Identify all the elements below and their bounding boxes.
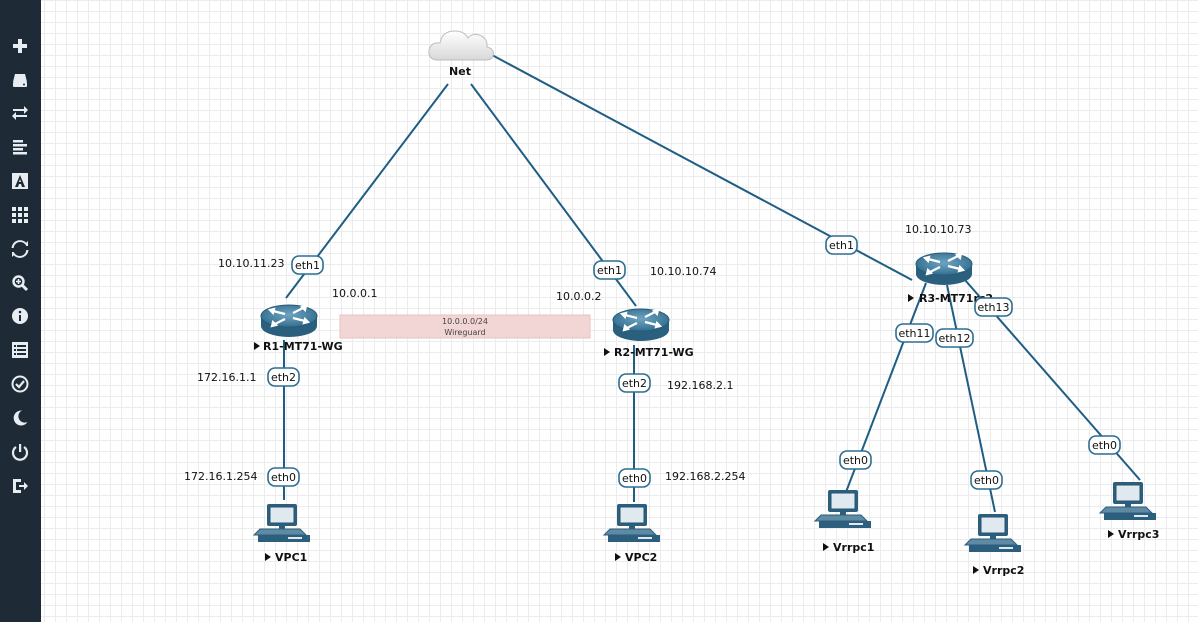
ip-r3-wan: 10.10.10.73 bbox=[905, 223, 971, 236]
svg-text:eth2: eth2 bbox=[622, 377, 647, 390]
plus-icon[interactable] bbox=[7, 33, 33, 59]
cloud-net[interactable]: Net bbox=[428, 30, 494, 78]
svg-text:eth1: eth1 bbox=[829, 239, 854, 252]
svg-text:eth1: eth1 bbox=[295, 259, 320, 272]
pc-vrrpc1[interactable]: Vrrpc1 bbox=[814, 489, 874, 554]
wireguard-tunnel[interactable]: 10.0.0.0/24 Wireguard bbox=[339, 314, 591, 339]
zoom-icon[interactable] bbox=[7, 270, 33, 296]
cloud-icon bbox=[428, 30, 494, 61]
swap-icon[interactable] bbox=[7, 100, 33, 126]
refresh-icon[interactable] bbox=[7, 236, 33, 262]
links bbox=[283, 54, 1141, 513]
ip-vpc1: 172.16.1.254 bbox=[184, 470, 257, 483]
router-name: R3-MT71rc2 bbox=[919, 292, 993, 305]
align-left-icon[interactable] bbox=[7, 134, 33, 160]
ip-r1-lan: 172.16.1.1 bbox=[197, 371, 256, 384]
play-icon bbox=[823, 543, 829, 551]
ip-r2-tunnel: 10.0.0.2 bbox=[556, 290, 601, 303]
list-icon[interactable] bbox=[7, 337, 33, 363]
ip-r2-lan: 192.168.2.1 bbox=[667, 379, 733, 392]
pc-icon bbox=[603, 503, 661, 543]
iface-vpc1-eth0[interactable]: eth0 bbox=[267, 467, 300, 487]
play-icon bbox=[1108, 530, 1114, 538]
iface-vrrpc3-eth0[interactable]: eth0 bbox=[1088, 435, 1121, 455]
iface-r1-eth1[interactable]: eth1 bbox=[291, 255, 324, 275]
pc-icon bbox=[1099, 481, 1157, 521]
router-icon bbox=[259, 303, 319, 339]
svg-text:eth13: eth13 bbox=[977, 301, 1009, 314]
pc-name: VPC2 bbox=[625, 551, 657, 564]
info-icon[interactable] bbox=[7, 303, 33, 329]
router-name: R1-MT71-WG bbox=[263, 340, 343, 353]
text-icon[interactable] bbox=[7, 168, 33, 194]
iface-r3-eth11[interactable]: eth11 bbox=[895, 323, 934, 343]
iface-vrrpc2-eth0[interactable]: eth0 bbox=[970, 470, 1003, 490]
iface-vrrpc1-eth0[interactable]: eth0 bbox=[839, 450, 872, 470]
svg-text:eth1: eth1 bbox=[597, 264, 622, 277]
svg-text:eth0: eth0 bbox=[843, 454, 868, 467]
pc-name: Vrrpc1 bbox=[833, 541, 874, 554]
svg-text:eth12: eth12 bbox=[938, 332, 970, 345]
tunnel-label: Wireguard bbox=[444, 328, 485, 337]
router-r2[interactable]: R2-MT71-WG bbox=[604, 307, 694, 359]
pc-icon bbox=[253, 503, 311, 543]
svg-text:eth0: eth0 bbox=[1092, 439, 1117, 452]
iface-r1-eth2[interactable]: eth2 bbox=[267, 367, 300, 387]
router-icon bbox=[611, 307, 671, 343]
ip-r1-wan: 10.10.11.23 bbox=[218, 257, 284, 270]
pc-vrrpc3[interactable]: Vrrpc3 bbox=[1099, 481, 1159, 541]
router-name: R2-MT71-WG bbox=[614, 346, 694, 359]
pc-name: VPC1 bbox=[275, 551, 307, 564]
moon-icon[interactable] bbox=[7, 405, 33, 431]
iface-r3-eth13[interactable]: eth13 bbox=[974, 297, 1013, 317]
pc-vrrpc2[interactable]: Vrrpc2 bbox=[964, 513, 1024, 577]
pc-name: Vrrpc2 bbox=[983, 564, 1024, 577]
check-icon[interactable] bbox=[7, 371, 33, 397]
play-icon bbox=[973, 566, 979, 574]
router-r3[interactable]: R3-MT71rc2 bbox=[908, 251, 993, 305]
ip-vpc2: 192.168.2.254 bbox=[665, 470, 745, 483]
svg-text:eth0: eth0 bbox=[974, 474, 999, 487]
cloud-name: Net bbox=[449, 65, 471, 78]
pc-name: Vrrpc3 bbox=[1118, 528, 1159, 541]
ip-r1-tunnel: 10.0.0.1 bbox=[332, 287, 377, 300]
power-icon[interactable] bbox=[7, 439, 33, 465]
play-icon bbox=[254, 342, 260, 350]
iface-r2-eth2[interactable]: eth2 bbox=[618, 373, 651, 393]
iface-vpc2-eth0[interactable]: eth0 bbox=[618, 468, 651, 488]
iface-r3-eth1[interactable]: eth1 bbox=[825, 235, 858, 255]
svg-text:eth0: eth0 bbox=[622, 472, 647, 485]
play-icon bbox=[604, 348, 610, 356]
svg-text:eth0: eth0 bbox=[271, 471, 296, 484]
grid-icon[interactable] bbox=[7, 202, 33, 228]
play-icon bbox=[615, 553, 621, 561]
node-list-icon[interactable] bbox=[7, 67, 33, 93]
svg-text:eth11: eth11 bbox=[898, 327, 930, 340]
play-icon bbox=[265, 553, 271, 561]
play-icon bbox=[908, 294, 914, 302]
sidebar bbox=[0, 0, 41, 622]
pc-icon bbox=[964, 513, 1022, 553]
pc-vpc2[interactable]: VPC2 bbox=[603, 503, 661, 564]
tunnel-subnet: 10.0.0.0/24 bbox=[442, 317, 488, 326]
pc-icon bbox=[814, 489, 872, 529]
iface-r2-eth1[interactable]: eth1 bbox=[593, 260, 626, 280]
router-r1[interactable]: R1-MT71-WG bbox=[254, 303, 343, 353]
ip-r2-wan: 10.10.10.74 bbox=[650, 265, 716, 278]
iface-r3-eth12[interactable]: eth12 bbox=[935, 328, 974, 348]
svg-text:eth2: eth2 bbox=[271, 371, 296, 384]
logout-icon[interactable] bbox=[7, 473, 33, 499]
pc-vpc1[interactable]: VPC1 bbox=[253, 503, 311, 564]
router-icon bbox=[914, 251, 974, 287]
